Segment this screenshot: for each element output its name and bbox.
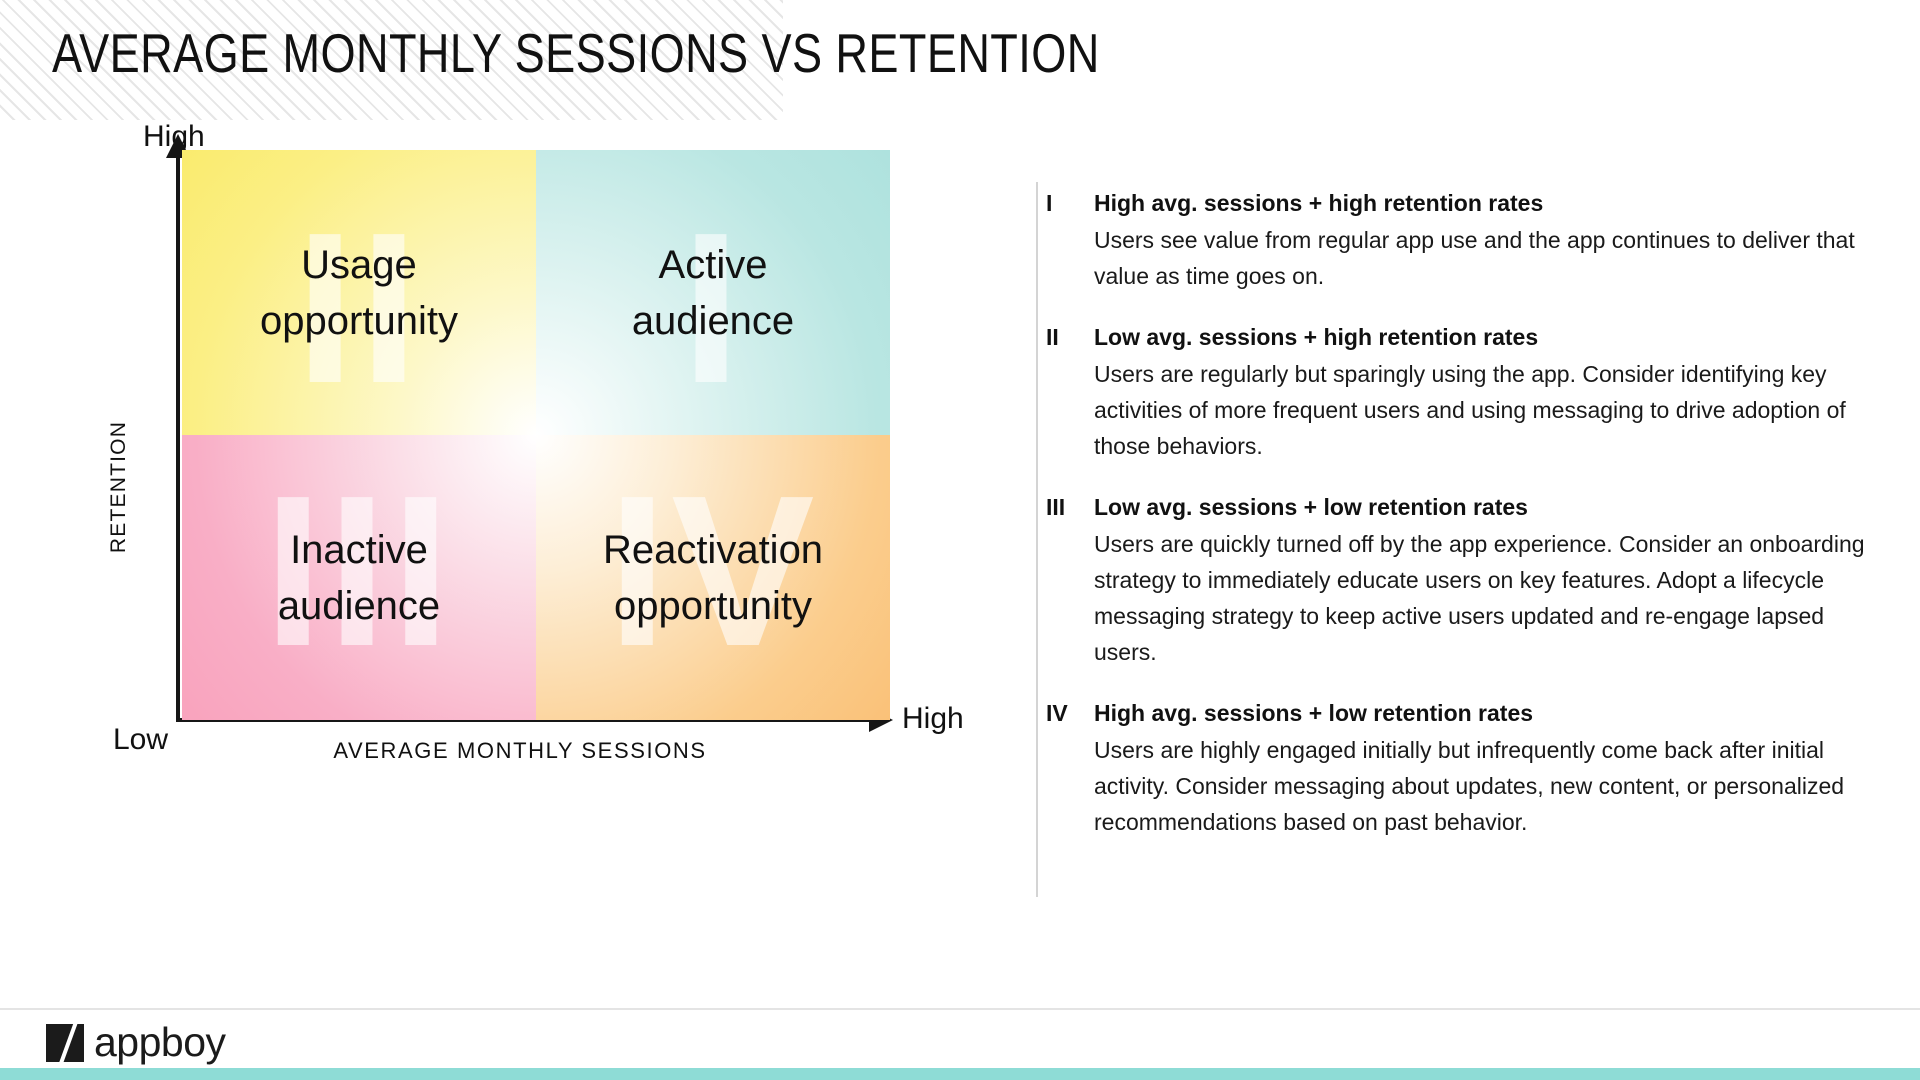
list-item: IV High avg. sessions + low retention ra…: [1046, 696, 1866, 840]
quadrant-usage-opportunity[interactable]: II Usage opportunity: [182, 150, 536, 435]
legend-title: High avg. sessions + high retention rate…: [1094, 190, 1544, 216]
legend-divider: [1036, 182, 1038, 897]
y-axis-line: [176, 152, 180, 722]
appboy-logo-mark-icon: [46, 1023, 84, 1062]
legend-title: High avg. sessions + low retention rates: [1094, 700, 1534, 726]
list-item: I High avg. sessions + high retention ra…: [1046, 186, 1866, 294]
quadrant-reactivation-opportunity[interactable]: IV Reactivation opportunity: [536, 435, 890, 720]
legend-description: Users are regularly but sparingly using …: [1094, 361, 1846, 459]
legend-description: Users see value from regular app use and…: [1094, 227, 1855, 289]
x-axis-low-label: Low: [113, 723, 169, 756]
page-title: AVERAGE MONTHLY SESSIONS VS RETENTION: [52, 22, 1100, 84]
list-item: III Low avg. sessions + low retention ra…: [1046, 490, 1866, 670]
quadrant-active-audience[interactable]: I Active audience: [536, 150, 890, 435]
quadrant-label: Inactive audience: [278, 522, 440, 634]
quadrant-label-line2: opportunity: [614, 583, 812, 628]
legend-numeral: III: [1046, 494, 1066, 520]
legend-numeral: IV: [1046, 700, 1068, 726]
quadrant-label-line1: Active: [658, 242, 768, 287]
legend-description: Users are highly engaged initially but i…: [1094, 737, 1845, 835]
legend-title: Low avg. sessions + high retention rates: [1094, 324, 1539, 350]
logo-slash-icon: [57, 1023, 79, 1062]
appboy-logo: appboy: [46, 1022, 226, 1063]
quadrant-inactive-audience[interactable]: III Inactive audience: [182, 435, 536, 720]
quadrant-label-line2: audience: [277, 583, 441, 628]
legend-list: I High avg. sessions + high retention ra…: [1046, 186, 1866, 866]
footer-divider: [0, 1008, 1920, 1010]
quadrant-label-line1: Reactivation: [602, 527, 824, 572]
legend-numeral: I: [1046, 190, 1053, 216]
x-axis-title: AVERAGE MONTHLY SESSIONS: [333, 738, 707, 763]
quadrant-label-line2: audience: [631, 298, 795, 343]
x-axis-line: [176, 718, 876, 722]
quadrant-grid: II Usage opportunity I Active audience I…: [182, 150, 890, 720]
quadrant-label: Usage opportunity: [260, 237, 458, 349]
quadrant-label-line1: Usage: [301, 242, 417, 287]
header-stripe-pattern: [0, 0, 783, 120]
footer-accent-bar: [0, 1068, 1920, 1080]
legend-title: Low avg. sessions + low retention rates: [1094, 494, 1528, 520]
quadrant-label-line1: Inactive: [290, 527, 428, 572]
list-item: II Low avg. sessions + high retention ra…: [1046, 320, 1866, 464]
y-axis-title: RETENTION: [107, 420, 130, 554]
x-axis-high-label: High: [902, 702, 964, 735]
legend-numeral: II: [1046, 324, 1059, 350]
quadrant-label: Active audience: [632, 237, 794, 349]
legend-description: Users are quickly turned off by the app …: [1094, 531, 1865, 665]
quadrant-label: Reactivation opportunity: [603, 522, 823, 634]
quadrant-label-line2: opportunity: [260, 298, 458, 343]
quadrant-matrix-chart: High RETENTION II Usage opportunity I Ac…: [0, 120, 1000, 820]
appboy-wordmark: appboy: [94, 1019, 226, 1065]
